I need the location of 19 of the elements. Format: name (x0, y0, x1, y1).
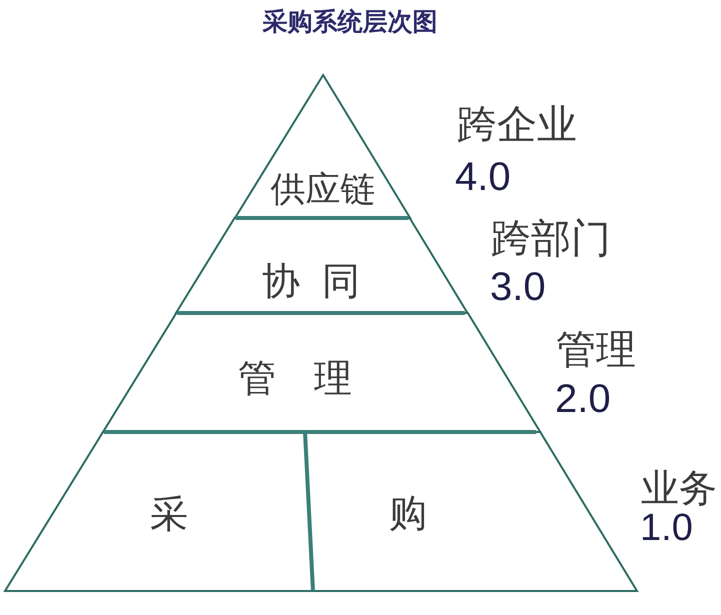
pyramid-level (5, 432, 313, 591)
level-number: 4.0 (455, 157, 511, 197)
level-label: 购 (389, 494, 427, 532)
level-number: 3.0 (490, 267, 546, 307)
level-name: 跨部门 (491, 219, 611, 259)
level-number: 1.0 (640, 509, 693, 547)
level-number: 2.0 (555, 379, 611, 419)
diagram-title: 采购系统层次图 (262, 9, 438, 34)
level-label: 采 (150, 495, 188, 533)
level-name: 业务 (641, 469, 717, 507)
level-label: 管理 (238, 359, 352, 397)
level-label: 协同 (262, 262, 360, 300)
pyramid-level (176, 218, 468, 313)
pyramid-level (234, 75, 410, 218)
pyramid-level (102, 313, 540, 432)
pyramid-level (305, 432, 637, 591)
level-name: 管理 (556, 330, 636, 370)
level-label: 供应链 (270, 172, 376, 208)
level-name: 跨企业 (457, 105, 577, 145)
